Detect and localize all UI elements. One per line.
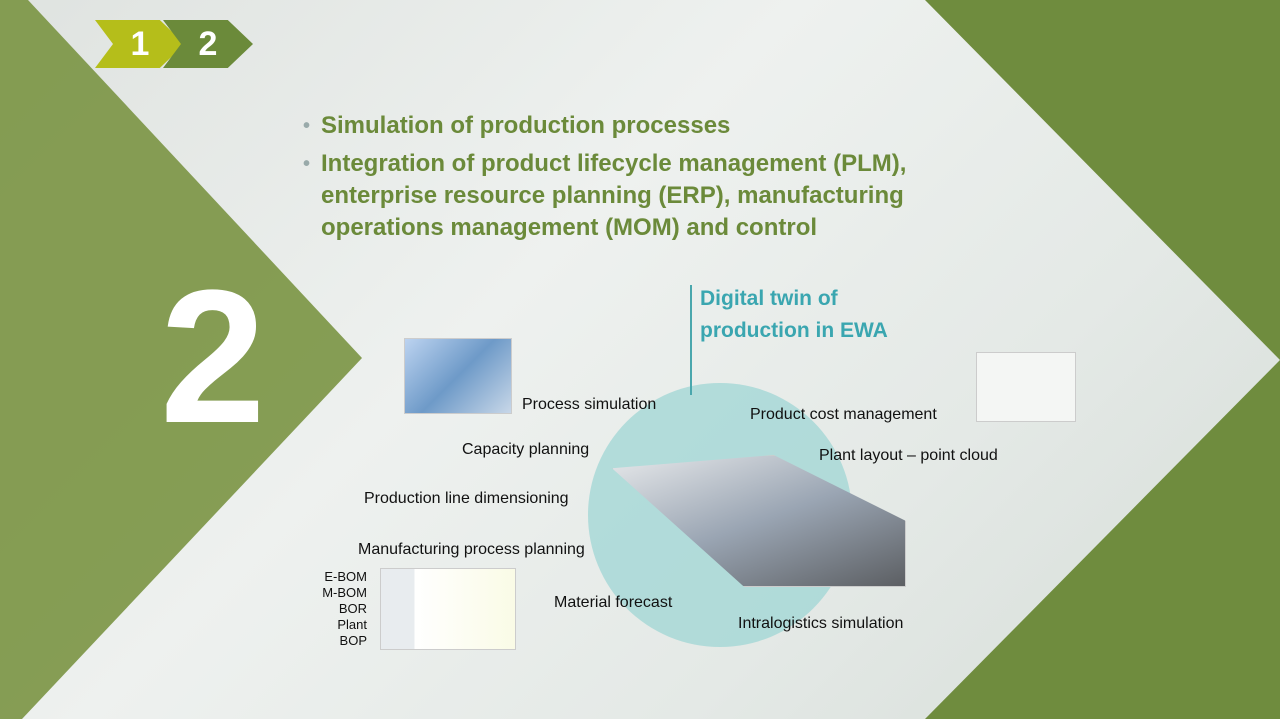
step-label: 1 — [130, 24, 150, 63]
label-intralogistics-simulation: Intralogistics simulation — [738, 615, 904, 632]
bom-item: E-BOM — [324, 569, 367, 584]
label-capacity-planning: Capacity planning — [462, 441, 590, 458]
title-line: Digital twin of — [700, 287, 838, 310]
step-label: 2 — [198, 24, 218, 63]
label-manufacturing-process-planning: Manufacturing process planning — [358, 541, 585, 558]
label-process-simulation: Process simulation — [522, 396, 657, 413]
divider — [690, 285, 692, 395]
bullet-item: Simulation of production processes — [303, 110, 1003, 142]
bom-list: E-BOM M-BOM BOR Plant BOP — [310, 569, 367, 649]
section-number: 2 — [160, 251, 266, 463]
bullet-item: Integration of product lifecycle managem… — [303, 148, 1003, 244]
bullet-list: Simulation of production processes Integ… — [303, 110, 1003, 250]
bom-item: Plant — [337, 617, 367, 632]
bom-item: M-BOM — [322, 585, 367, 600]
label-production-line-dimensioning: Production line dimensioning — [364, 490, 569, 507]
bom-screenshot-image — [380, 568, 516, 650]
digital-twin-title: Digital twin of production in EWA — [700, 283, 888, 347]
cost-dashboard-image — [976, 352, 1076, 422]
label-material-forecast: Material forecast — [554, 594, 673, 611]
label-product-cost-management: Product cost management — [750, 406, 937, 423]
process-simulation-image — [404, 338, 512, 414]
bom-item: BOR — [338, 601, 367, 616]
title-line: production in EWA — [700, 319, 888, 342]
bom-item: BOP — [339, 633, 367, 648]
label-plant-layout: Plant layout – point cloud — [819, 447, 998, 464]
